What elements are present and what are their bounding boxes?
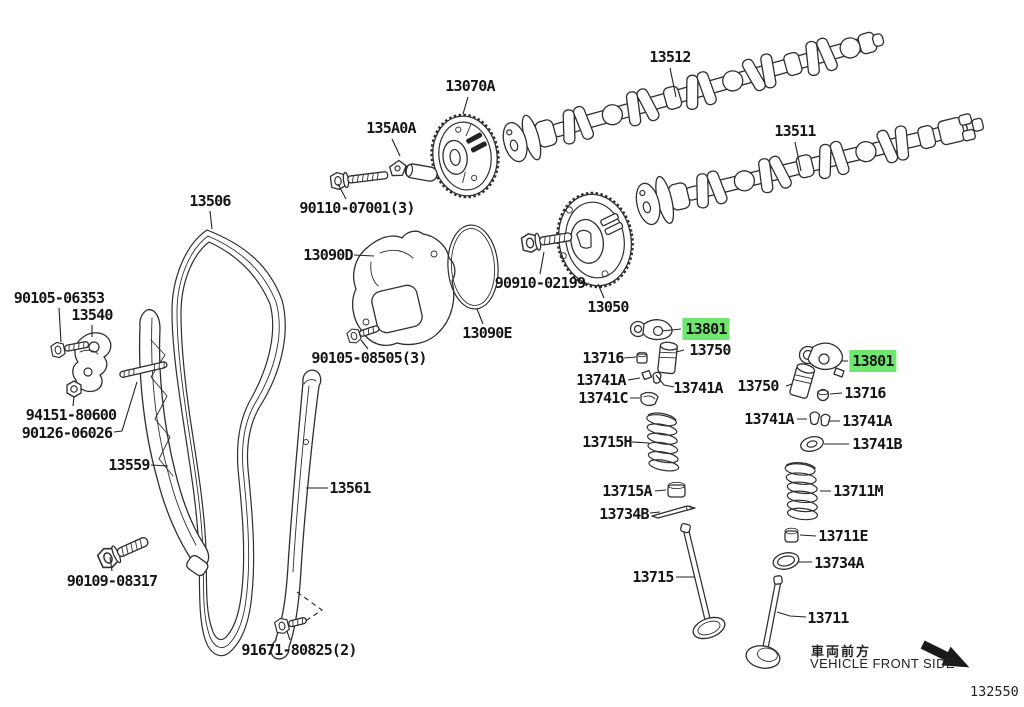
part-label-13559-15[interactable]: 13559: [108, 456, 150, 474]
retainer-13716-left: [636, 351, 648, 364]
part-label-13741A-33[interactable]: 13741A: [842, 412, 892, 430]
part-label-13711-38[interactable]: 13711: [807, 609, 849, 627]
camshaft-timing-gear-13070a: [430, 113, 500, 199]
timing-chain-13506: [171, 229, 286, 657]
part-label-13741A-23[interactable]: 13741A: [673, 379, 723, 397]
part-label-13716-19[interactable]: 13716: [582, 349, 624, 367]
leader-lines: [58, 67, 849, 641]
part-label-13512-0[interactable]: 13512: [649, 48, 691, 66]
spring-seat-13715a: [667, 481, 686, 498]
spring-seat-13741b: [800, 436, 824, 452]
rocker-arm-13801-right: [798, 342, 845, 378]
part-label-13734B-27[interactable]: 13734B: [599, 505, 649, 523]
part-label-90105-08505(3)-9[interactable]: 90105-08505(3): [311, 349, 427, 367]
part-label-13750-29[interactable]: 13750: [737, 377, 779, 395]
intake-valve-13715: [680, 523, 726, 640]
part-label-90110-07001(3)-4[interactable]: 90110-07001(3): [299, 199, 415, 217]
stud-90126-06026: [119, 361, 168, 378]
pin-13734b: [651, 505, 696, 519]
timing-cover-13090d: [351, 230, 456, 346]
part-label-13734A-37[interactable]: 13734A: [814, 554, 864, 572]
front-side-note-english: VEHICLE FRONT SIDE: [810, 656, 955, 671]
part-label-13801-30[interactable]: 13801: [849, 350, 897, 372]
valve-train-intake: [629, 319, 726, 640]
spring-seat-13741c: [640, 391, 659, 407]
part-label-90109-08317-17[interactable]: 90109-08317: [66, 572, 158, 590]
part-label-13716-31[interactable]: 13716: [844, 384, 886, 402]
part-label-13711M-35[interactable]: 13711M: [833, 482, 883, 500]
part-label-90910-02199-6[interactable]: 90910-02199: [494, 274, 586, 292]
bolt-90910-02199: [520, 231, 573, 255]
valve-spring-13715h: [646, 412, 680, 472]
exhaust-valve-13711: [745, 575, 783, 669]
valve-spring-13711m: [784, 462, 819, 521]
sensor-rotor-135a0a: [389, 159, 438, 182]
vvt-gear-13050: [556, 191, 634, 289]
part-label-13741A-22[interactable]: 13741A: [576, 371, 626, 389]
front-side-note-japanese: 車両前方: [811, 645, 872, 660]
gasket-13090e: [447, 224, 499, 310]
chain-guide-13559: [138, 309, 210, 577]
valve-keepers-13741a-left: [641, 369, 662, 384]
part-label-94151-80600-13[interactable]: 94151-80600: [25, 406, 117, 424]
lash-adjuster-13750-right: [789, 363, 816, 399]
bolt-91671-80825: [273, 616, 307, 636]
camshaft-13511: [635, 113, 985, 226]
part-label-13750-21[interactable]: 13750: [689, 341, 731, 359]
part-label-13540-12[interactable]: 13540: [71, 306, 113, 324]
part-label-90126-06026-14[interactable]: 90126-06026: [21, 424, 113, 442]
chain-guide-13561: [270, 369, 322, 660]
part-label-13506-10[interactable]: 13506: [189, 192, 231, 210]
part-label-13715A-26[interactable]: 13715A: [602, 482, 652, 500]
part-label-90105-06353-11[interactable]: 90105-06353: [13, 289, 105, 307]
front-direction-arrow: [920, 640, 970, 668]
retainer-13716-right: [816, 388, 830, 402]
part-label-13711E-36[interactable]: 13711E: [818, 527, 868, 545]
lash-adjuster-13750-left: [657, 341, 678, 375]
part-label-13070A-2[interactable]: 13070A: [445, 77, 495, 95]
part-label-13741A-32[interactable]: 13741A: [744, 410, 794, 428]
part-label-13715-28[interactable]: 13715: [632, 568, 674, 586]
part-label-13090D-5[interactable]: 13090D: [303, 246, 353, 264]
diagram-sheet-code: 132550: [970, 684, 1019, 700]
part-label-13050-8[interactable]: 13050: [587, 298, 629, 316]
o-ring-13734a: [772, 552, 800, 570]
part-label-13715H-25[interactable]: 13715H: [582, 433, 632, 451]
nut-94151-80600: [66, 380, 82, 398]
bolt-90105-08505: [345, 325, 380, 346]
part-label-91671-80825(2)-18[interactable]: 91671-80825(2): [241, 641, 357, 659]
bolt-90110-07001: [329, 171, 389, 191]
rocker-arm-13801-left: [629, 319, 673, 341]
valve-keepers-13741a-right: [809, 411, 831, 427]
part-label-13741C-24[interactable]: 13741C: [578, 389, 628, 407]
part-label-13801-20[interactable]: 13801: [682, 318, 730, 340]
part-label-13561-16[interactable]: 13561: [329, 479, 371, 497]
spring-seat-13711e: [784, 527, 799, 543]
camshaft-13512: [502, 31, 885, 163]
bolt-90105-06353: [49, 340, 90, 360]
bolt-90109-08317: [95, 537, 149, 572]
part-label-13741B-34[interactable]: 13741B: [852, 435, 902, 453]
valve-train-exhaust: [745, 342, 845, 669]
part-label-13511-1[interactable]: 13511: [774, 122, 816, 140]
part-label-13090E-7[interactable]: 13090E: [462, 324, 512, 342]
part-label-135A0A-3[interactable]: 135A0A: [366, 119, 416, 137]
